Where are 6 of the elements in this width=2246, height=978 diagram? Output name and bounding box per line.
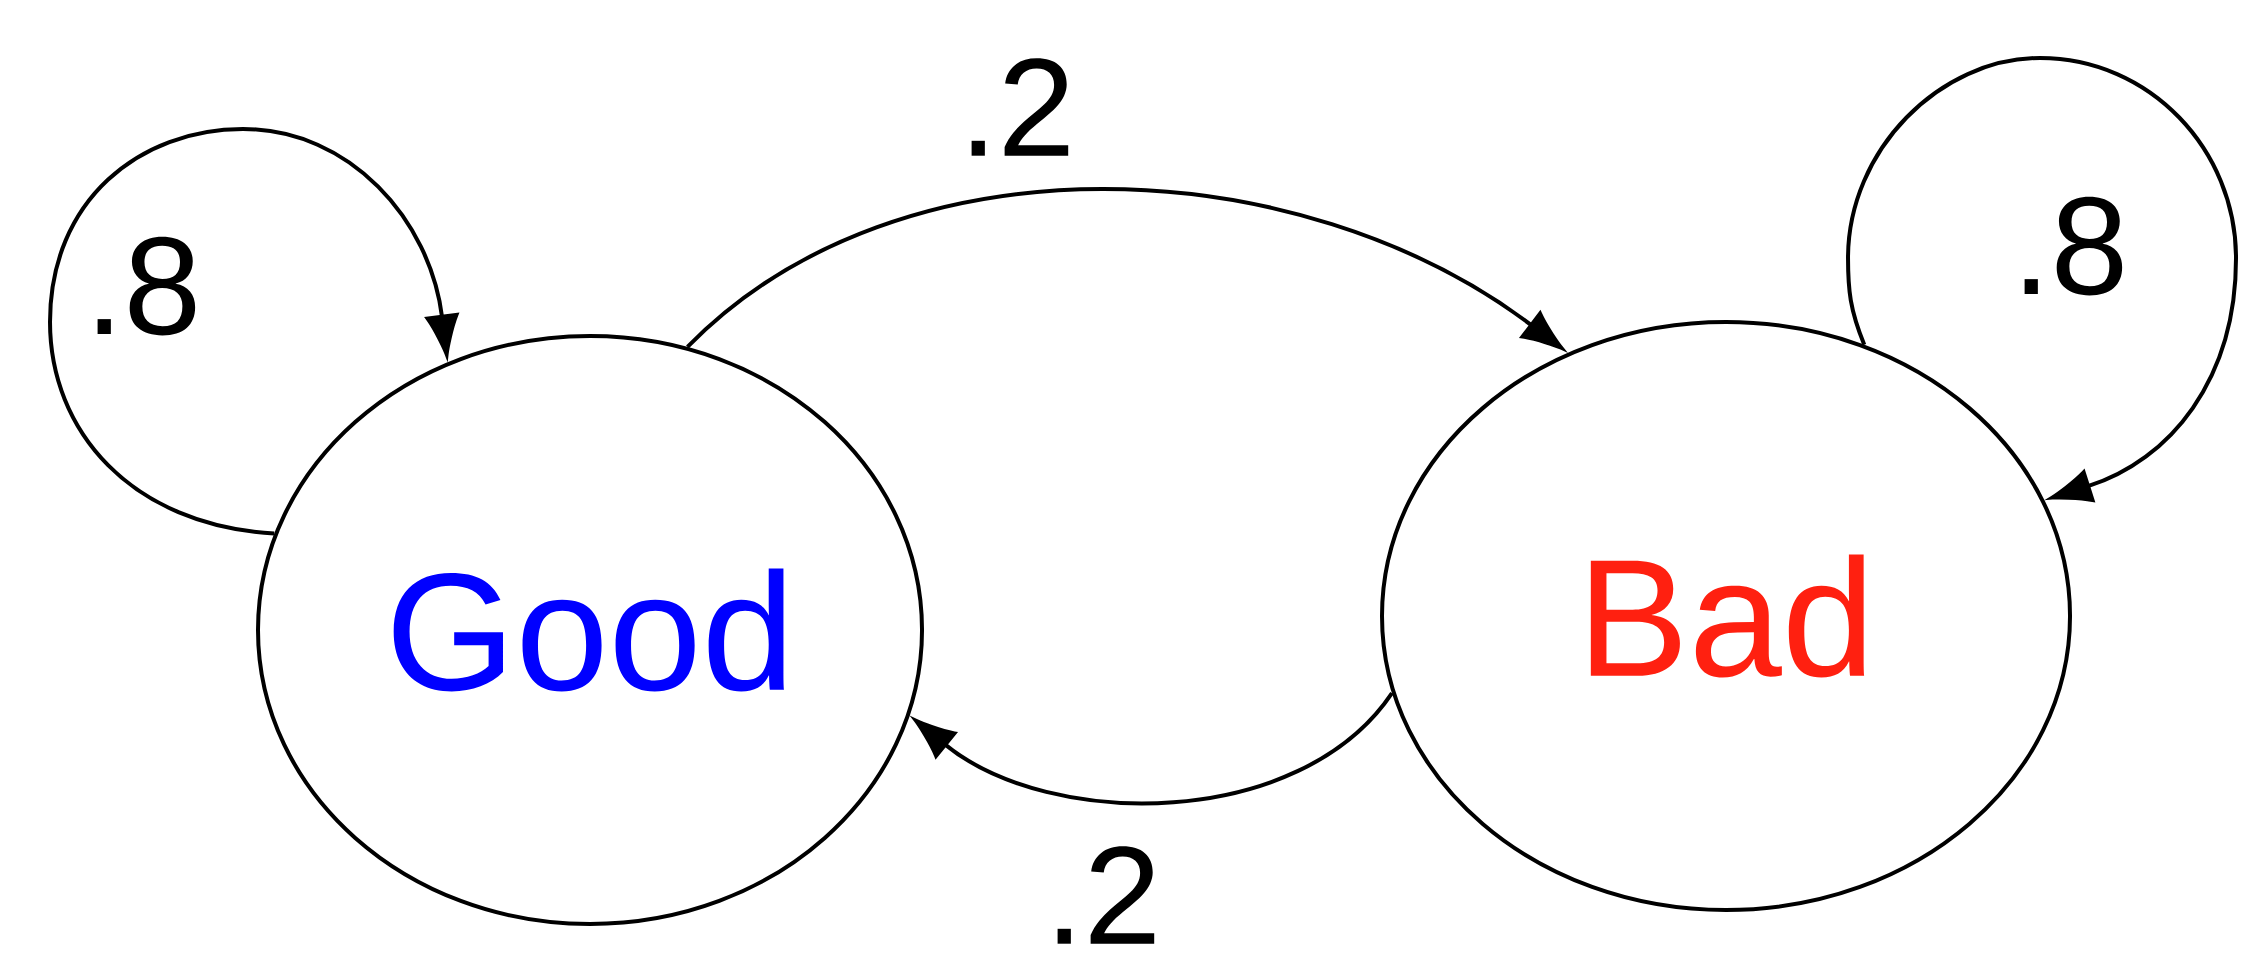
arrow bbox=[48, 127, 459, 536]
edge-label: .8 bbox=[2007, 192, 2133, 300]
arrow bbox=[1846, 56, 2238, 502]
edge-label: .8 bbox=[80, 232, 206, 340]
edge-label: .2 bbox=[954, 54, 1080, 160]
edge-label: .2 bbox=[1040, 842, 1166, 948]
